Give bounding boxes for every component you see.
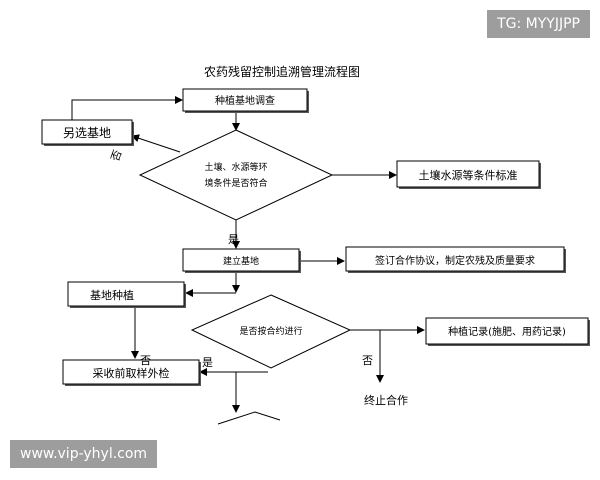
edge-label-contract-yes: 是 bbox=[202, 356, 213, 369]
node-pre-harvest: 采收前取样外检 bbox=[62, 359, 201, 386]
node-alt-base: 另选基地 bbox=[41, 119, 134, 146]
node-build-base-label: 建立基地 bbox=[223, 255, 259, 267]
partial-diamond-bottom bbox=[217, 411, 281, 425]
node-sign-agreement-label: 签订合作协议，制定农残及质量要求 bbox=[375, 254, 535, 267]
node-soil-check: 土壤、水源等环 境条件是否符合 bbox=[138, 129, 334, 221]
node-contract-check-label: 是否按合约进行 bbox=[239, 325, 302, 337]
edge-label-contract-no-right: 否 bbox=[362, 354, 373, 367]
watermark-url: www.vip-yhyl.com bbox=[10, 440, 158, 468]
node-sign-agreement: 签订合作协议，制定农残及质量要求 bbox=[345, 246, 566, 273]
node-planting-record-label: 种植记录(施肥、用药记录) bbox=[448, 325, 566, 338]
node-build-base: 建立基地 bbox=[182, 248, 301, 273]
node-alt-base-label: 另选基地 bbox=[63, 126, 111, 140]
node-contract-check: 是否按合约进行 bbox=[190, 294, 352, 369]
edge-label-soil-yes: 是 bbox=[228, 233, 239, 246]
edge-label-contract-no-left: 否 bbox=[140, 354, 151, 367]
connector-soil-no bbox=[131, 134, 181, 153]
node-soil-standard-label: 土壤水源等条件标准 bbox=[419, 168, 518, 182]
node-survey: 种植基地调查 bbox=[182, 88, 309, 113]
loop-line-alt-base bbox=[71, 96, 183, 120]
node-soil-check-line1: 土壤、水源等环 bbox=[204, 161, 267, 173]
node-base-planting: 基地种植 bbox=[67, 281, 186, 308]
node-planting-record: 种植记录(施肥、用药记录) bbox=[425, 317, 590, 346]
node-soil-standard: 土壤水源等条件标准 bbox=[396, 160, 541, 189]
edge-label-soil-no: 否 bbox=[109, 148, 125, 163]
node-base-planting-label: 基地种植 bbox=[90, 288, 134, 302]
node-soil-check-line2: 境条件是否符合 bbox=[204, 177, 267, 189]
watermark-tg: TG: MYYJJPP bbox=[487, 10, 590, 38]
diagram-title: 农药残留控制追溯管理流程图 bbox=[204, 64, 360, 79]
node-survey-label: 种植基地调查 bbox=[215, 94, 275, 107]
node-terminate-label: 终止合作 bbox=[364, 393, 408, 407]
node-pre-harvest-label: 采收前取样外检 bbox=[93, 366, 170, 380]
